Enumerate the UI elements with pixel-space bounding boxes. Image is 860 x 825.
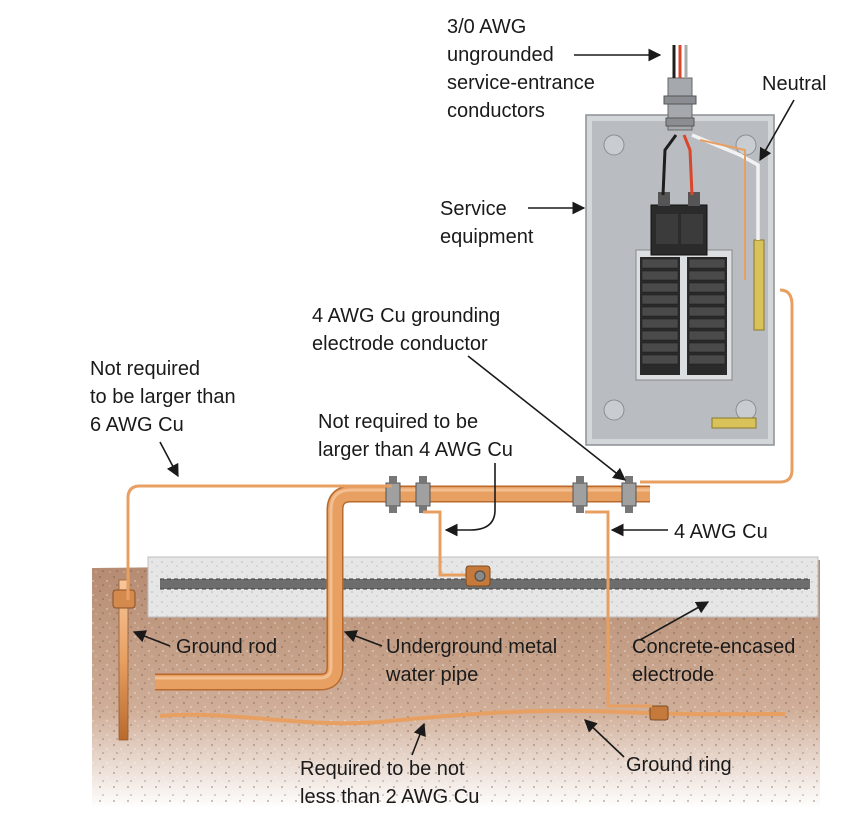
label-gec-1: 4 AWG Cu grounding [312, 305, 500, 327]
label-ring-size-1: Required to be not [300, 758, 465, 780]
service-panel [585, 114, 775, 446]
ring-clamp [649, 705, 669, 721]
label-ground-rod: Ground rod [176, 636, 277, 658]
label-service-conductors-2: ungrounded [447, 44, 554, 66]
labels: 3/0 AWG ungrounded service-entrance cond… [90, 16, 826, 808]
label-rod-limit-1: Not required [90, 358, 200, 380]
label-gec-2: electrode conductor [312, 333, 488, 355]
label-neutral: Neutral [762, 73, 826, 95]
label-service-equipment-1: Service [440, 198, 507, 220]
label-ring-tap: 4 AWG Cu [674, 521, 768, 543]
pipe-clamps [385, 476, 637, 513]
label-rod-limit-3: 6 AWG Cu [90, 414, 184, 436]
ground-ring [159, 708, 786, 726]
label-ring-size-2: less than 2 AWG Cu [300, 786, 479, 808]
service-entrance-fitting [663, 45, 697, 131]
label-concrete-electrode-2: electrode [632, 664, 714, 686]
label-service-conductors-1: 3/0 AWG [447, 16, 526, 38]
label-water-pipe-1: Underground metal [386, 636, 557, 658]
label-rod-limit-2: to be larger than [90, 386, 236, 408]
branch-breakers [640, 257, 727, 375]
label-service-equipment-2: equipment [440, 226, 534, 248]
label-concrete-electrode-1: Concrete-encased [632, 636, 795, 658]
label-ground-ring: Ground ring [626, 754, 732, 776]
label-service-conductors-3: service-entrance [447, 72, 595, 94]
label-water-pipe-2: water pipe [385, 664, 478, 686]
leader-arrows [132, 48, 795, 758]
label-water-pipe-limit-1: Not required to be [318, 411, 478, 433]
label-water-pipe-limit-2: larger than 4 AWG Cu [318, 439, 513, 461]
underground-water-pipe [155, 485, 650, 691]
earth [92, 560, 820, 808]
label-service-conductors-4: conductors [447, 100, 545, 122]
